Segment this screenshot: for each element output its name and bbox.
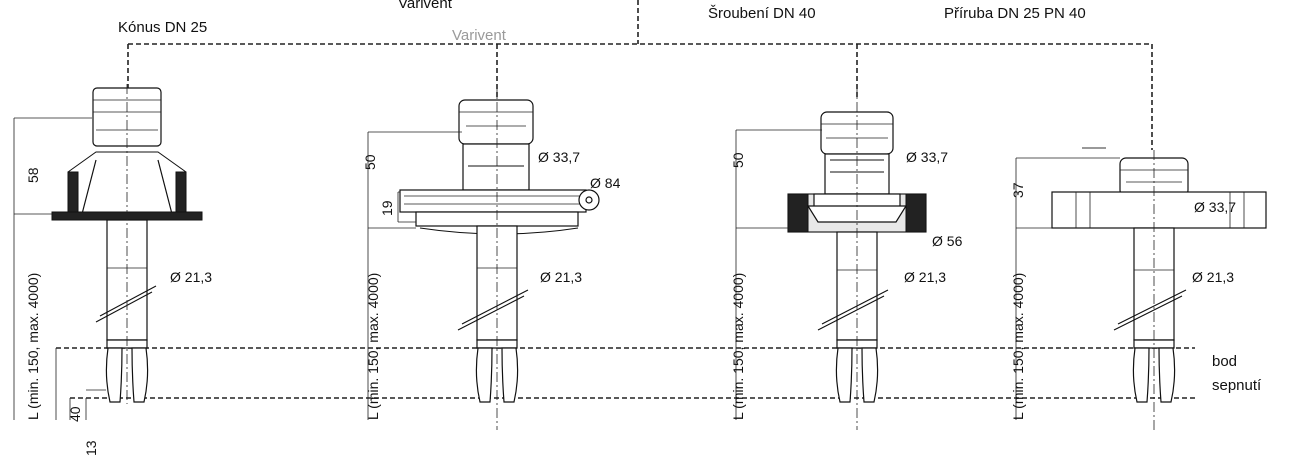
device-screw [787, 84, 927, 430]
label-varivent: Varivent [398, 0, 453, 12]
label-switch-point-2: sepnutí [1212, 377, 1262, 394]
connector-lines [127, 0, 1153, 150]
label-flange: Příruba DN 25 PN 40 [944, 5, 1086, 22]
dim-50-b: 50 [730, 152, 746, 168]
dim-58: 58 [25, 167, 41, 183]
dim-d33-4: Ø 33,7 [1194, 199, 1236, 215]
switch-point-lines [56, 347, 1195, 399]
label-switch-point-1: bod [1212, 353, 1237, 370]
label-cone: Kónus DN 25 [118, 19, 207, 36]
dim-d21-4: Ø 21,3 [1192, 269, 1234, 285]
dims-device-4: 37 L (min. 150, max. 4000) Ø 33,7 Ø 21,3 [1010, 157, 1236, 420]
dim-37: 37 [1010, 182, 1026, 198]
dim-length-2: L (min. 150, max. 4000) [365, 273, 381, 420]
dim-d33-3: Ø 33,7 [906, 149, 948, 165]
dim-d33-2: Ø 33,7 [538, 149, 580, 165]
dim-50-a: 50 [362, 154, 378, 170]
dim-d84: Ø 84 [590, 175, 621, 191]
device-varivent [399, 84, 600, 430]
dim-13: 13 [83, 440, 99, 456]
dims-device-1: 58 L (min. 150, max. 4000) 40 13 Ø 21,3 [13, 117, 212, 456]
dim-length-1: L (min. 150, max. 4000) [25, 273, 41, 420]
dim-d56: Ø 56 [932, 233, 963, 249]
dim-d21-1: Ø 21,3 [170, 269, 212, 285]
dim-length-3: L (min. 150, max. 4000) [730, 273, 746, 420]
device-cone [51, 84, 203, 404]
dim-length-4: L (min. 150, max. 4000) [1010, 273, 1026, 420]
dim-19: 19 [379, 200, 395, 216]
dim-40: 40 [67, 406, 83, 422]
device-flange [1051, 147, 1267, 430]
dim-d21-3: Ø 21,3 [904, 269, 946, 285]
dim-d21-2: Ø 21,3 [540, 269, 582, 285]
label-varivent-ghost: Varivent [452, 27, 507, 44]
label-screw: Šroubení DN 40 [708, 5, 816, 22]
dims-device-2: 50 19 L (min. 150, max. 4000) Ø 33,7 Ø 8… [362, 131, 621, 420]
dims-device-3: 50 L (min. 150, max. 4000) Ø 33,7 Ø 56 Ø… [730, 129, 963, 420]
